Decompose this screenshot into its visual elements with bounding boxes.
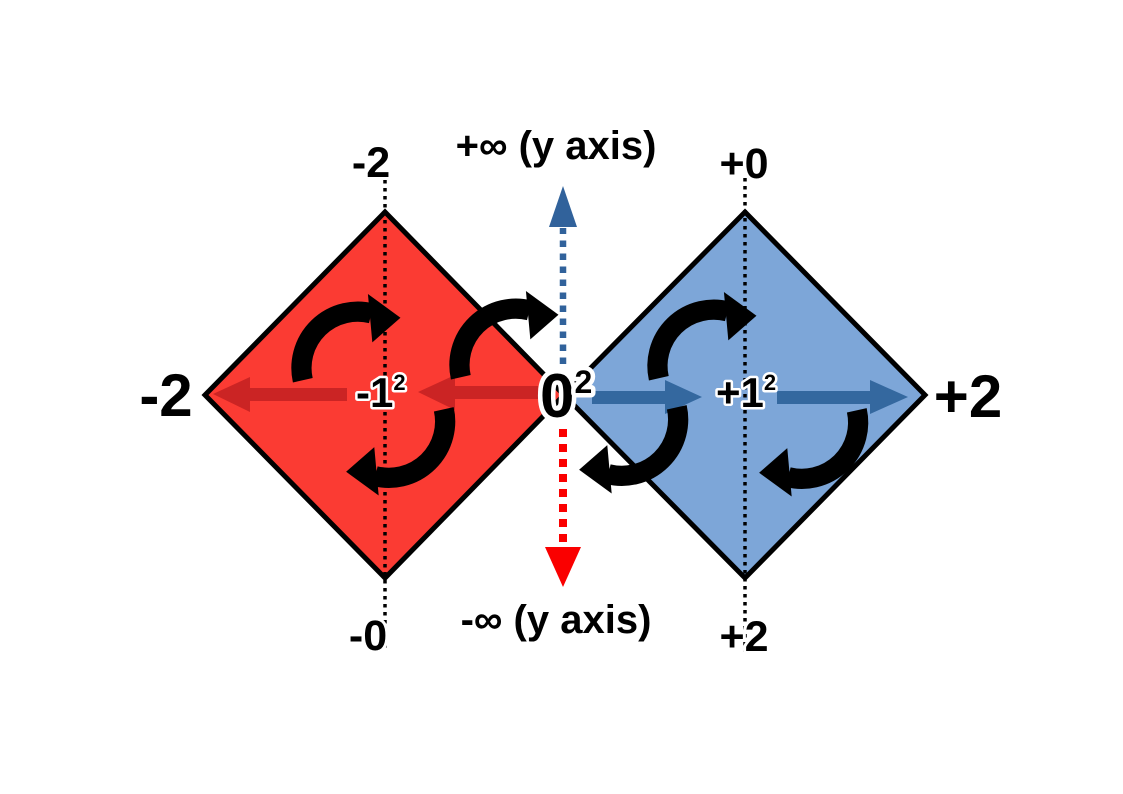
label-left-diamond-center: -12 — [356, 369, 406, 416]
label-origin-squared: 02 — [540, 362, 592, 431]
label-right-diamond-center: +12 — [716, 369, 776, 416]
label-y-axis-negative: -∞ (y axis) — [461, 598, 652, 642]
red-left-arrow-outer — [213, 377, 347, 412]
label-left-diamond-bottom: -0 — [349, 612, 387, 660]
blue-right-arrow-outer — [777, 380, 908, 414]
label-left-diamond-top: -2 — [352, 139, 390, 187]
label-y-axis-positive: +∞ (y axis) — [456, 124, 657, 168]
label-right-diamond-top: +0 — [719, 140, 768, 188]
label-right-diamond-right: +2 — [934, 363, 1002, 430]
label-right-diamond-bottom: +2 — [719, 613, 768, 661]
red-left-arrow-inner — [418, 375, 538, 410]
left-diamond-shape — [201, 208, 568, 582]
y-axis-negative-arrowhead-icon — [545, 547, 581, 587]
label-left-diamond-left: -2 — [139, 362, 192, 429]
y-axis-positive-arrowhead-icon — [549, 186, 577, 227]
blue-right-arrow-inner — [592, 380, 702, 414]
